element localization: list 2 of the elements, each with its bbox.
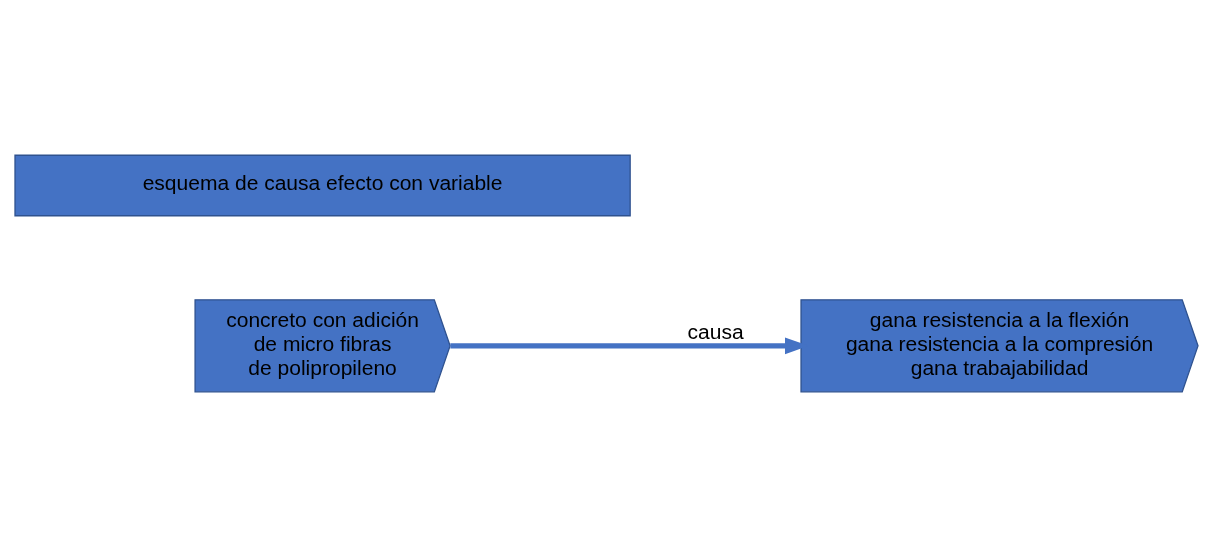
edge-label: causa <box>687 319 744 343</box>
node-box: esquema de causa efecto con variable <box>14 154 631 216</box>
